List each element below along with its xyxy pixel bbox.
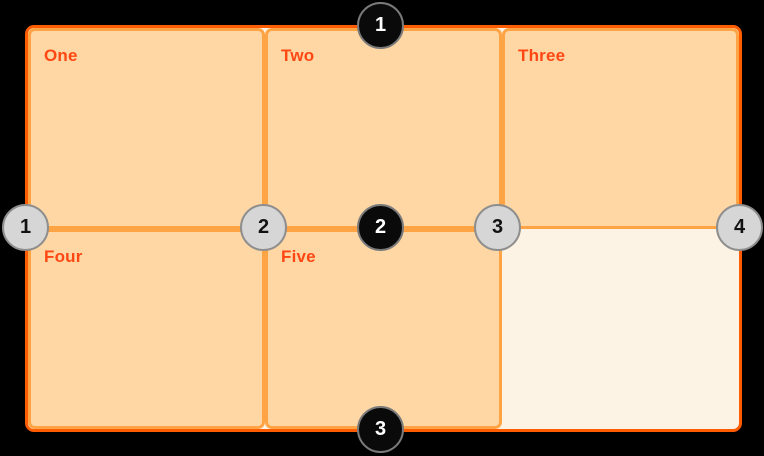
column-line-marker-3: 3 [474,204,521,251]
cell-label: Four [44,246,83,266]
row-line-marker-1: 1 [357,2,404,49]
cell-label: One [44,46,78,65]
column-line-marker-2: 2 [240,204,287,251]
row-line-marker-2: 2 [357,204,404,251]
row-line-marker-3: 3 [357,406,404,453]
column-line-marker-4: 4 [716,204,763,251]
grid-cell-two: Two [265,28,502,229]
grid-cell-four: Four [28,228,265,429]
grid-container: One Two Three Four Five [25,25,742,432]
grid-cell-five: Five [265,228,502,429]
grid-cell-one: One [28,28,265,229]
cell-label: Five [281,246,316,266]
cell-label: Three [518,46,566,65]
column-line-marker-1: 1 [2,204,49,251]
grid-cell-empty [502,229,739,430]
grid-cell-three: Three [502,28,739,229]
cell-label: Two [281,46,315,65]
